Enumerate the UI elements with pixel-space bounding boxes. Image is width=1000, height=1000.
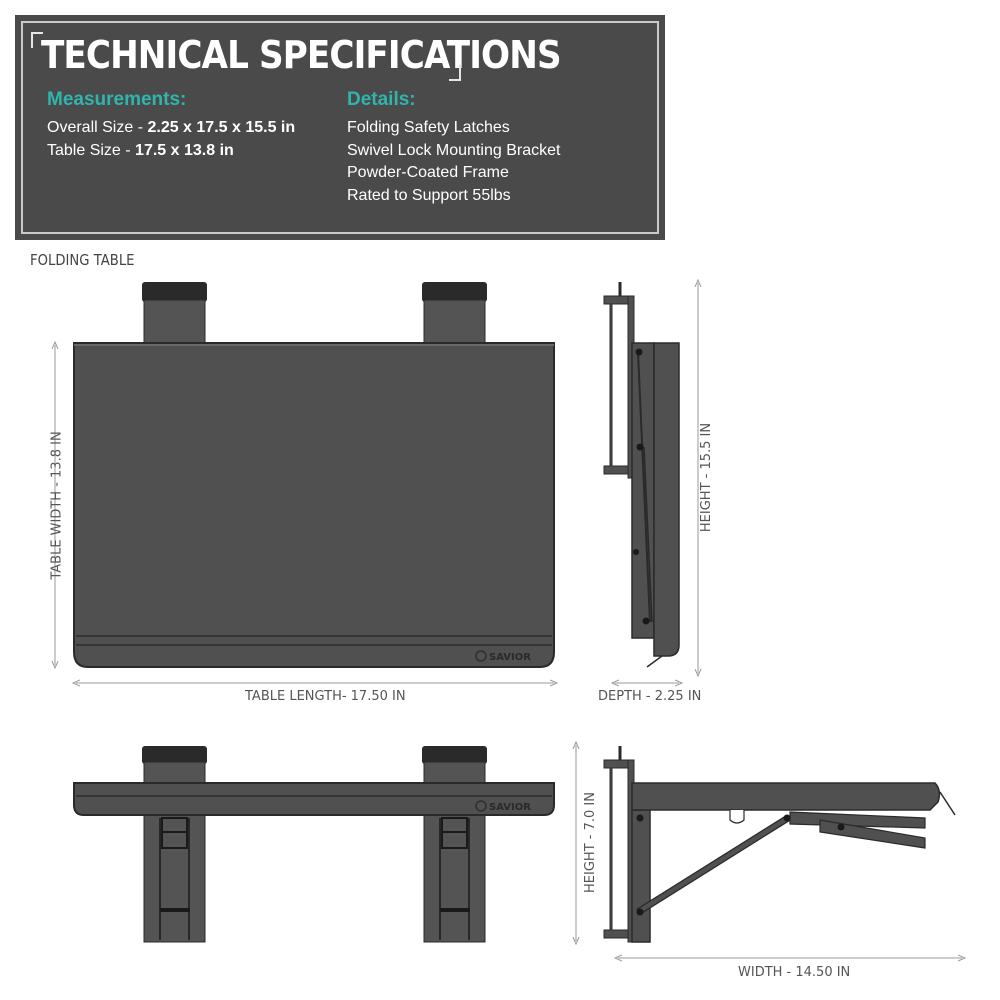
brand-text: SAVIOR — [489, 802, 531, 813]
label-height-open: HEIGHT - 7.0 IN — [582, 792, 598, 893]
label-depth: DEPTH - 2.25 IN — [598, 689, 702, 704]
brand-logo-front: SAVIOR — [475, 650, 531, 663]
details-column: Details: Folding Safety Latches Swivel L… — [347, 89, 560, 207]
label-height-folded: HEIGHT - 15.5 IN — [699, 422, 715, 533]
measurement-value: 2.25 x 17.5 x 15.5 in — [147, 119, 296, 136]
spec-panel-border — [21, 21, 659, 234]
measurements-column: Measurements: Overall Size - 2.25 x 17.5… — [47, 89, 295, 162]
brand-text: SAVIOR — [489, 652, 531, 663]
measurement-value: 17.5 x 13.8 in — [135, 141, 234, 159]
label-table-length: TABLE LENGTH- 17.50 IN — [245, 689, 406, 704]
front-view-open: SAVIOR — [73, 746, 555, 943]
spec-panel: TECHNICAL SPECIFICATIONS Measurements: O… — [15, 15, 665, 240]
measurement-label: Table Size - — [47, 141, 136, 159]
measurements-heading: Measurements: — [47, 89, 187, 110]
label-table-width: TABLE WIDTH - 13.8 IN — [49, 431, 65, 580]
detail-item: Folding Safety Latches — [347, 119, 510, 136]
mount-bracket-left-open — [142, 746, 207, 943]
mount-bracket-left — [142, 282, 207, 349]
detail-item: Rated to Support 55lbs — [347, 186, 511, 204]
mount-bracket-right-open — [422, 746, 487, 943]
detail-item: Powder-Coated Frame — [347, 164, 509, 181]
table-top-front — [73, 342, 555, 668]
measurement-label: Overall Size - — [47, 119, 148, 136]
brand-logo-open: SAVIOR — [475, 800, 531, 813]
front-view-folded: SAVIOR — [73, 282, 555, 668]
detail-item: Swivel Lock Mounting Bracket — [347, 141, 561, 159]
spec-title: TECHNICAL SPECIFICATIONS — [41, 33, 562, 77]
details-heading: Details: — [347, 89, 416, 110]
table-top-edge-open — [73, 782, 555, 816]
section-label-folding-table: FOLDING TABLE — [30, 251, 135, 269]
side-view-open — [603, 746, 956, 943]
measurement-table-size: Table Size - 17.5 x 13.8 in — [47, 140, 295, 163]
title-bracket-bottom-right — [449, 65, 461, 81]
measurement-overall-size: Overall Size - 2.25 x 17.5 x 15.5 in — [47, 117, 295, 140]
label-width-open: WIDTH - 14.50 IN — [738, 965, 851, 980]
title-bracket-top-left — [31, 32, 43, 48]
side-view-folded — [603, 282, 680, 668]
mount-bracket-right — [422, 282, 487, 349]
